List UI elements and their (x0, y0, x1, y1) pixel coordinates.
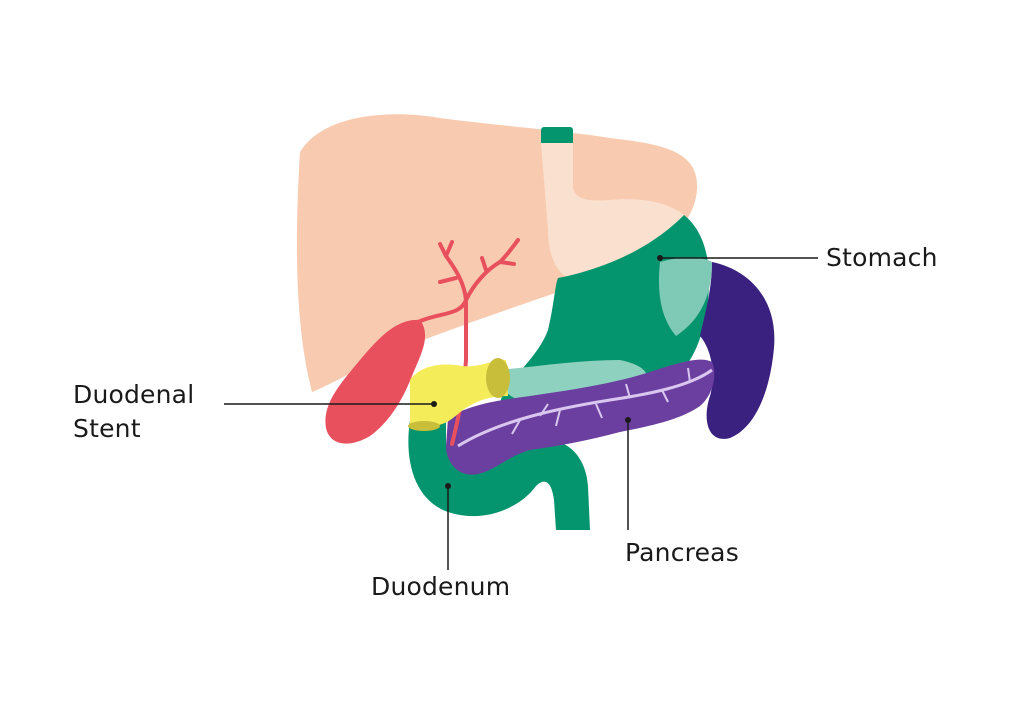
stent-label-line1: Duodenal (73, 380, 195, 409)
stomach-antrum (499, 360, 647, 403)
liver (296, 114, 698, 392)
leader-dots (431, 255, 663, 489)
stomach-overlap (658, 257, 712, 336)
duodenal-stent-end (486, 358, 510, 398)
esophagus (541, 127, 573, 145)
pancreatic-duct (457, 368, 713, 448)
duodenal-stent (410, 360, 508, 427)
pancreatic-duct-branches (511, 367, 691, 435)
pancreas (446, 359, 715, 475)
duodenal-stent-bottom (408, 421, 440, 431)
spleen (700, 262, 775, 439)
stomach-label: Stomach (826, 243, 938, 272)
duodenal-stent-label: Duodenal Stent (73, 378, 194, 446)
gallbladder (325, 319, 426, 444)
stent-label-line2: Stent (73, 414, 141, 443)
pancreas-label: Pancreas (625, 538, 739, 567)
leader-lines (224, 257, 818, 570)
duodenum-label: Duodenum (371, 572, 511, 601)
